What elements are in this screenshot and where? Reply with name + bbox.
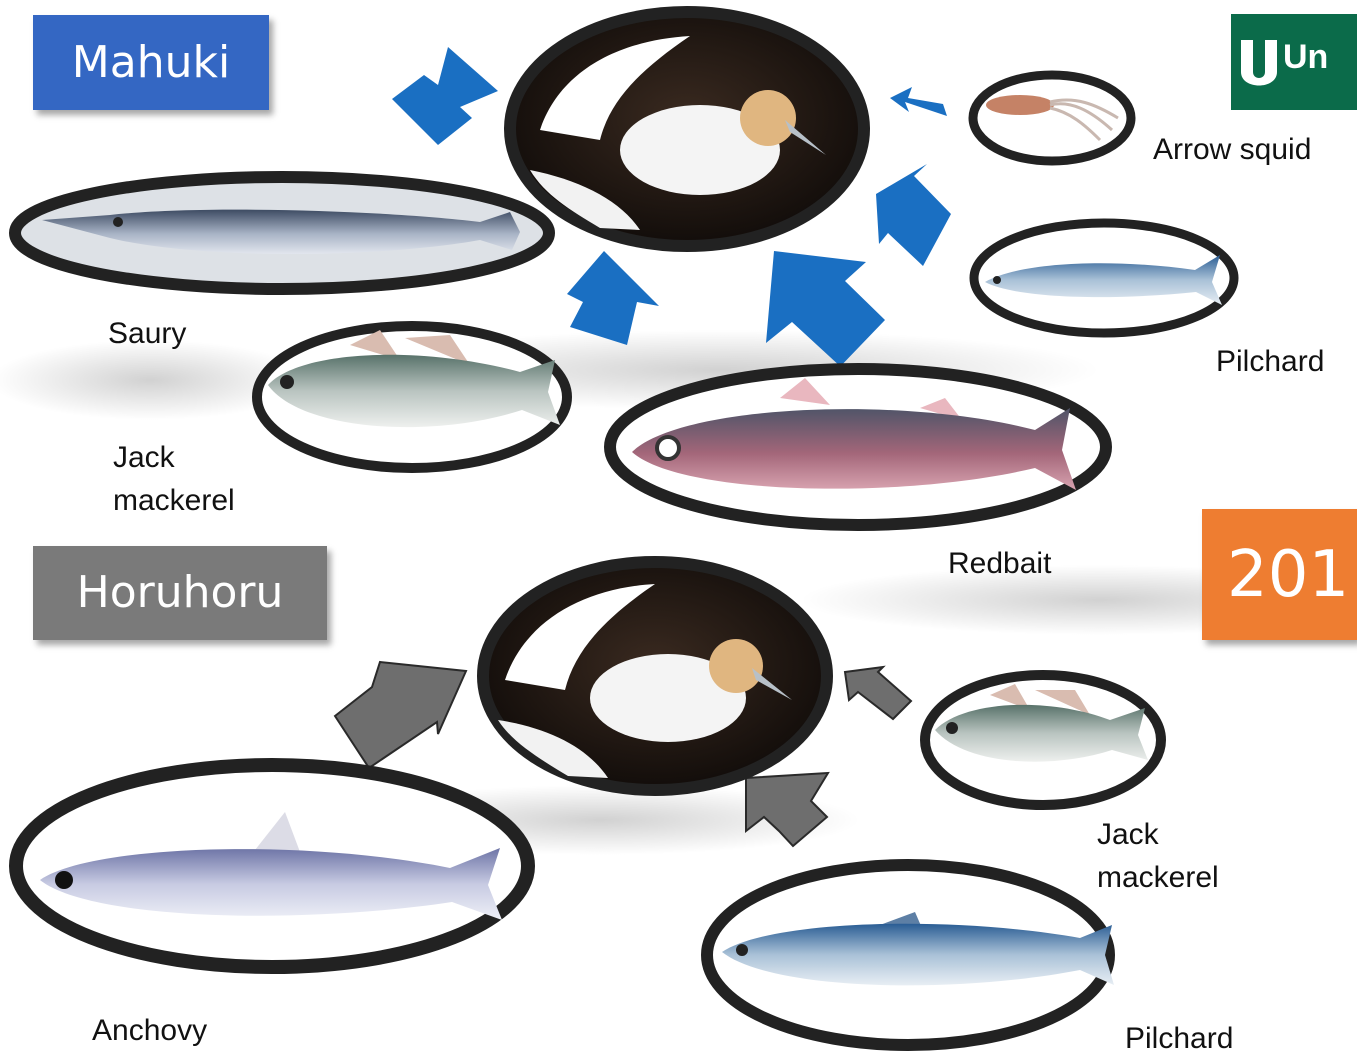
gannet-head-icon	[740, 90, 796, 146]
logo-text: Un	[1283, 38, 1328, 77]
gannet-top	[510, 12, 864, 246]
prey-redbait	[610, 369, 1106, 525]
prey-pilchard-top	[974, 223, 1234, 333]
label-anchovy: Anchovy	[92, 1009, 207, 1052]
arrow-squid-to-gannet	[890, 87, 947, 116]
shield-icon	[1237, 36, 1281, 92]
label-jack-mackerel-bottom: Jack mackerel	[1097, 813, 1219, 899]
mahuki-label: Mahuki	[33, 15, 269, 110]
gannet-head-icon	[709, 639, 763, 693]
label-pilchard-top: Pilchard	[1216, 340, 1324, 383]
prey-jack-mackerel-top	[257, 326, 567, 468]
university-logo: Un	[1231, 14, 1357, 110]
label-arrow-squid: Arrow squid	[1153, 128, 1311, 171]
prey-jack-mackerel-bottom	[925, 675, 1161, 805]
year-badge: 201	[1202, 509, 1357, 640]
label-redbait: Redbait	[948, 542, 1051, 585]
label-line: Jack	[1097, 813, 1219, 856]
label-line: mackerel	[1097, 856, 1219, 899]
label-jack-mackerel-top: Jack mackerel	[113, 436, 235, 522]
horuhoru-label: Horuhoru	[33, 546, 327, 640]
arrow-jack-bottom-to-gannet	[845, 667, 911, 719]
arrow-saury-to-gannet	[392, 47, 498, 145]
prey-pilchard-bottom	[707, 865, 1114, 1045]
gannet-bottom	[483, 562, 827, 790]
arrow-pilchard-to-gannet	[876, 164, 951, 266]
prey-saury	[15, 177, 549, 289]
label-saury: Saury	[108, 312, 186, 355]
label-pilchard-bottom: Pilchard	[1125, 1017, 1233, 1060]
arrow-anchovy-to-gannet	[335, 662, 466, 768]
label-line: mackerel	[113, 479, 235, 522]
label-line: Jack	[113, 436, 235, 479]
squid-icon	[986, 95, 1054, 115]
prey-anchovy	[16, 765, 528, 967]
prey-arrow-squid	[973, 75, 1131, 161]
